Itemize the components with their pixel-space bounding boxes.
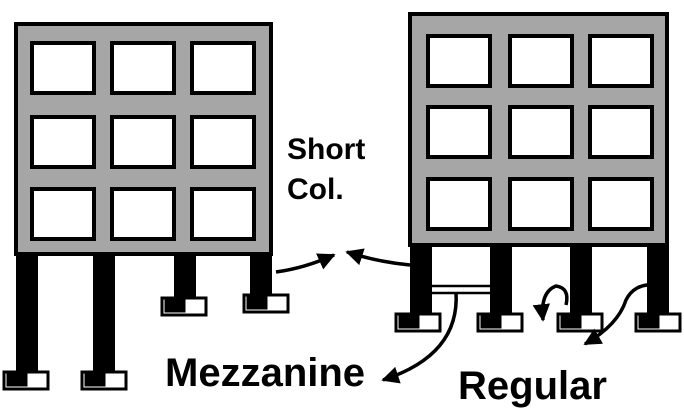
- window: [426, 105, 492, 159]
- window: [426, 34, 492, 88]
- window: [508, 105, 574, 159]
- window: [588, 177, 654, 231]
- right-building-footings: [394, 312, 682, 333]
- window: [190, 115, 256, 169]
- mezzanine-arrow: [381, 291, 458, 384]
- window: [588, 34, 654, 88]
- window: [508, 177, 574, 231]
- window: [588, 105, 654, 159]
- left-building-columns: [16, 254, 272, 372]
- window: [110, 115, 176, 169]
- footing-mark: [6, 373, 28, 387]
- right-building: [394, 12, 682, 333]
- footing-mark: [560, 315, 582, 329]
- left-building-footings: [2, 293, 290, 391]
- window: [30, 187, 96, 241]
- short-column-arrow-left: [275, 253, 336, 274]
- mezzanine-column: [410, 245, 432, 315]
- right-building-columns: [410, 245, 669, 315]
- annotation-arrows: [275, 248, 665, 384]
- window: [110, 187, 176, 241]
- short-column-label-line2: Col.: [287, 173, 344, 206]
- window: [190, 187, 256, 241]
- right-building-windows: [426, 34, 654, 231]
- long-column: [16, 254, 38, 372]
- footing-mark: [246, 296, 268, 310]
- footing-mark: [480, 315, 502, 329]
- short-column-arrow-right: [345, 248, 411, 267]
- regular-column: [647, 245, 669, 315]
- footing-mark: [398, 315, 420, 329]
- regular-column: [490, 245, 512, 315]
- left-building: [2, 22, 290, 391]
- footing-mark: [84, 373, 106, 387]
- short-column-label-line1: Short: [287, 133, 366, 166]
- short-column: [250, 254, 272, 300]
- regular-label: Regular: [458, 364, 607, 408]
- mezzanine-beam: [432, 284, 490, 295]
- window: [30, 41, 96, 95]
- window: [30, 115, 96, 169]
- window: [426, 177, 492, 231]
- long-column: [93, 254, 115, 372]
- regular-column: [570, 245, 592, 315]
- footing-mark: [164, 299, 186, 313]
- window: [190, 41, 256, 95]
- regular-arrow-right: [583, 282, 665, 346]
- footing-mark: [638, 315, 660, 329]
- short-column-label: Short Col.: [287, 130, 365, 210]
- window: [508, 34, 574, 88]
- regular-arrow-left: [532, 284, 569, 322]
- left-building-windows: [30, 41, 256, 241]
- window: [110, 41, 176, 95]
- mezzanine-label: Mezzanine: [165, 351, 366, 395]
- short-column: [174, 254, 196, 300]
